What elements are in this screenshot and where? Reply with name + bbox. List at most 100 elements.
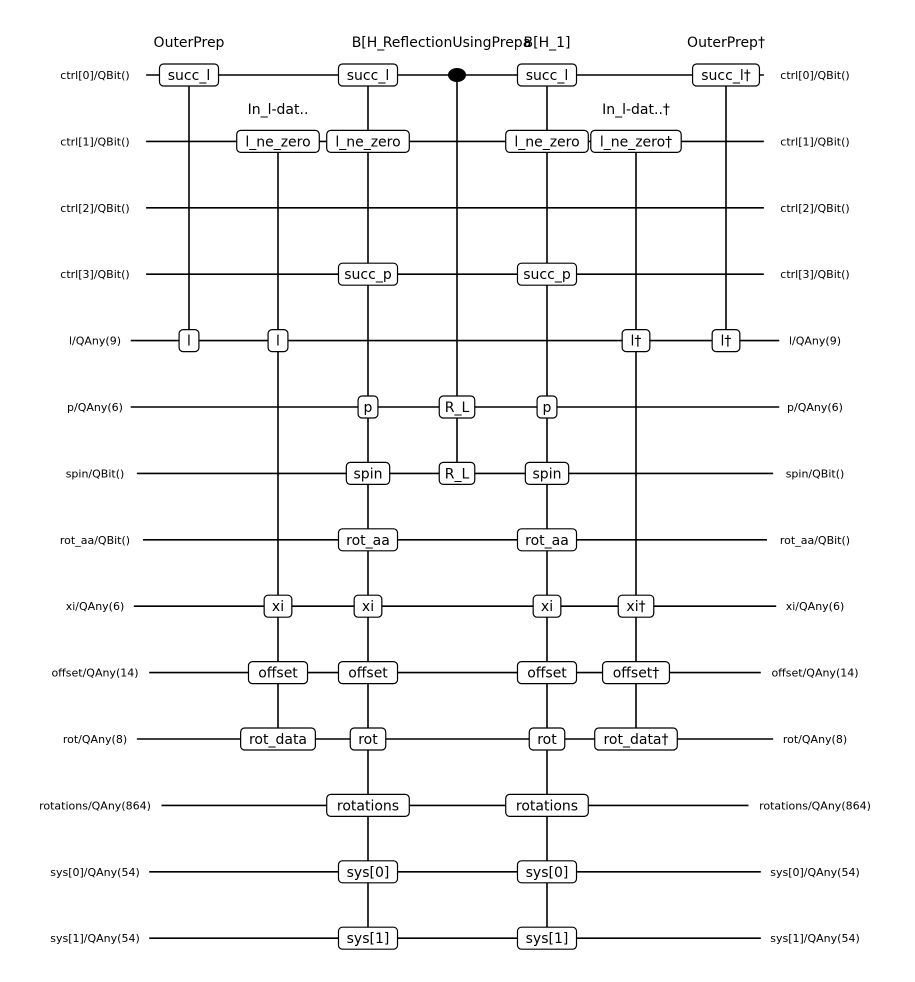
gates-layer: succ_lll_ne_zerolxioffsetrot_datasucc_ll…: [158, 63, 761, 950]
gate-label: sys[0]: [347, 865, 390, 881]
wire-label-right: rot_aa/QBit(): [780, 534, 850, 547]
titles-layer: OuterPrepIn_l-dat..B[H_ReflectionUsingPr…: [154, 35, 765, 118]
wire-label-left: spin/QBit(): [66, 467, 125, 480]
gate-box: [326, 129, 410, 153]
gate-label: rotations: [337, 798, 399, 814]
gate-label: l: [187, 334, 191, 350]
gate-box: [349, 727, 387, 751]
control-dot: [448, 68, 466, 82]
wire-label-left: sys[0]/QAny(54): [50, 866, 140, 879]
gate-label: spin: [533, 466, 562, 482]
gate-box: [337, 860, 399, 884]
gate-label: rot_data: [249, 732, 307, 748]
gate-label: rotations: [516, 798, 578, 814]
gate-box: [524, 461, 570, 485]
gate-box: [240, 727, 316, 751]
gate-label: l_ne_zero: [245, 134, 310, 150]
column-title: ReflectionUsingPrepa: [383, 35, 532, 51]
wire-label-right: rot/QAny(8): [783, 733, 847, 746]
gate-label: R_L: [445, 466, 470, 482]
gate-label: spin: [354, 466, 383, 482]
gate-label: l_ne_zero†: [600, 134, 672, 150]
gate-box: [590, 129, 682, 153]
gate-box: [337, 63, 399, 87]
wire-label-right: ctrl[2]/QBit(): [780, 202, 849, 215]
gate-box: [505, 129, 589, 153]
wire-label-right: l/QAny(9): [789, 335, 841, 348]
gate-label: xi: [362, 599, 374, 615]
gate-box: [505, 793, 589, 818]
wire-label-right: ctrl[3]/QBit(): [780, 268, 849, 281]
wires-layer: [130, 74, 780, 940]
gate-box: [528, 727, 566, 751]
gate-label: sys[1]: [347, 931, 390, 947]
gate-box: [337, 262, 399, 286]
wire-label-right: ctrl[1]/QBit(): [780, 135, 849, 148]
wire-labels-layer: ctrl[0]/QBit() ctrl[0]/QBit() ctrl[1]/QBit…: [39, 69, 871, 945]
wire-label-right: p/QAny(6): [787, 401, 843, 414]
gate-box: [516, 262, 578, 286]
wire-label-left: ctrl[1]/QBit(): [60, 135, 129, 148]
gate-box: [691, 63, 761, 87]
gate-label: offset: [258, 666, 298, 682]
wire-label-right: rotations/QAny(864): [759, 799, 871, 812]
gate-box: [536, 395, 558, 419]
gate-box: [601, 660, 671, 685]
gate-box: [532, 594, 562, 618]
gate-label: sys[0]: [526, 865, 569, 881]
wire-label-left: p/QAny(6): [67, 401, 123, 414]
column-title: OuterPrep: [154, 35, 225, 51]
gate-box: [516, 660, 578, 685]
gate-label: offset: [348, 666, 388, 682]
gate-box: [516, 926, 578, 950]
wire-label-left: rotations/QAny(864): [39, 799, 151, 812]
gate-box: [337, 660, 399, 685]
gate-label: offset: [527, 666, 567, 682]
gate-label: succ_p: [344, 267, 392, 283]
wire-label-right: xi/QAny(6): [786, 600, 845, 613]
gate-box: [178, 329, 200, 353]
wire-label-right: sys[1]/QAny(54): [770, 932, 860, 945]
column-title: B[H_1]: [524, 35, 571, 51]
gate-label: xi: [541, 599, 553, 615]
gate-label: R_L: [445, 400, 470, 416]
wire-label-right: ctrl[0]/QBit(): [780, 69, 849, 82]
gate-box: [711, 329, 741, 353]
gate-label: l†: [721, 334, 732, 350]
gate-label: rot_aa: [525, 533, 569, 549]
gate-box: [516, 860, 578, 884]
gate-box: [337, 926, 399, 950]
gate-box: [326, 793, 410, 818]
wire-label-left: ctrl[0]/QBit(): [60, 69, 129, 82]
gate-box: [247, 660, 309, 685]
gate-label: succ_l: [526, 68, 568, 84]
gate-label: l_ne_zero: [335, 134, 400, 150]
gate-label: succ_p: [523, 267, 571, 283]
gate-box: [337, 528, 399, 552]
gate-label: rot_aa: [346, 533, 390, 549]
gate-box: [617, 594, 655, 618]
gate-box: [621, 329, 651, 353]
gate-box: [353, 594, 383, 618]
wire-label-left: rot/QAny(8): [63, 733, 127, 746]
wire-label-left: sys[1]/QAny(54): [50, 932, 140, 945]
gate-box: [516, 63, 578, 87]
gate-box: [438, 461, 476, 485]
gate-box: [594, 727, 678, 751]
wire-label-right: offset/QAny(14): [771, 667, 858, 680]
gate-label: l†: [631, 334, 642, 350]
gate-box: [267, 329, 289, 353]
gate-box: [516, 528, 578, 552]
gate-label: rot: [537, 732, 557, 748]
gate-label: l_ne_zero: [514, 134, 579, 150]
gate-box: [357, 395, 379, 419]
gate-label: succ_l: [168, 68, 210, 84]
gate-label: succ_l†: [701, 68, 750, 84]
gate-label: sys[1]: [526, 931, 569, 947]
gate-box: [263, 594, 293, 618]
wire-label-right: sys[0]/QAny(54): [770, 866, 860, 879]
gate-label: p: [364, 400, 373, 416]
gate-box: [438, 395, 476, 419]
wire-label-left: offset/QAny(14): [51, 667, 138, 680]
